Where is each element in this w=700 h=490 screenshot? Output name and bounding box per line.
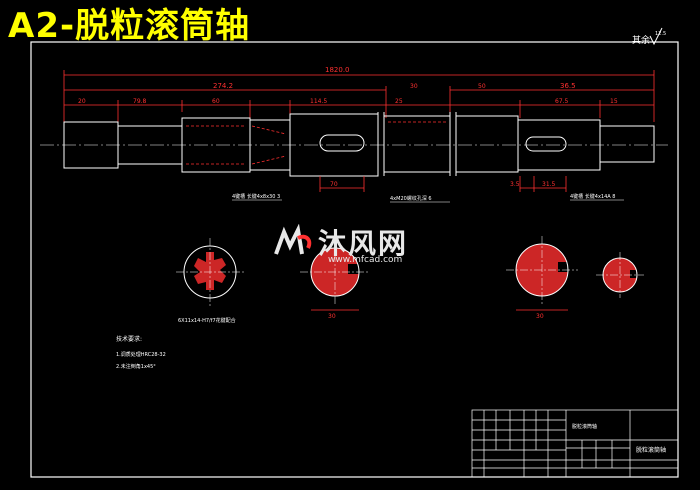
dim-seg-4: 25 xyxy=(395,98,403,105)
section-c-width: 30 xyxy=(536,313,544,320)
spline-note: 6X11x14-H7/f7花键配合 xyxy=(178,317,236,324)
dim-seg-7: 67.5 xyxy=(555,98,569,105)
section-keyway-c xyxy=(506,236,578,311)
dim-below-1: 3.5 xyxy=(510,181,520,188)
dim-seg-3: 114.5 xyxy=(310,98,327,105)
roughness-symbol-icon xyxy=(649,27,663,46)
drawing-frame xyxy=(30,41,679,478)
callout-right: 4键槽 长键4x14A 8 xyxy=(570,193,615,200)
dim-below-2: 31.5 xyxy=(542,181,556,188)
roughness-label: 其余 xyxy=(632,34,650,46)
drawing-title: A2-脱粒滚筒轴 xyxy=(8,6,251,46)
section-b-width: 30 xyxy=(328,313,336,320)
callout-left: 4键槽 长键4x8x30 3 xyxy=(232,193,280,200)
dim-seg-1: 79.8 xyxy=(133,98,147,105)
watermark-brand: 沐风网 xyxy=(318,227,409,260)
overall-dimensions xyxy=(63,70,655,122)
mfcad-logo-icon xyxy=(274,224,312,255)
dim-top-right: 36.5 xyxy=(560,82,576,90)
title-block-center: 脱粒滚筒轴 xyxy=(572,423,597,430)
roughness-note: 其余 12.5 xyxy=(632,27,666,46)
callout-mid: 4xM20螺纹孔深 6 xyxy=(390,195,432,202)
title-block-name: 脱粒滚筒轴 xyxy=(636,446,666,454)
tech-req-heading: 技术要求: xyxy=(116,335,142,343)
section-keyway-b xyxy=(300,240,370,311)
roughness-value: 12.5 xyxy=(655,31,666,37)
lower-dimensions xyxy=(319,176,567,192)
dim-below-0: 70 xyxy=(330,181,338,188)
dim-seg-8: 15 xyxy=(610,98,618,105)
shaft-hidden-lines xyxy=(186,121,446,165)
tech-req-item-1: 1.调质处理HRC28-32 xyxy=(116,351,166,358)
shaft-main-view xyxy=(63,112,655,177)
watermark: 沐风网 www.mfcad.com xyxy=(272,222,442,268)
watermark-url: www.mfcad.com xyxy=(328,255,403,265)
dim-overall: 1820.0 xyxy=(325,66,350,74)
dim-seg-6: 50 xyxy=(478,83,486,90)
dim-seg-2: 60 xyxy=(212,98,220,105)
title-block xyxy=(471,409,679,478)
dim-seg-0: 20 xyxy=(78,98,86,105)
dim-top-left: 274.2 xyxy=(213,82,233,90)
tech-req-item-2: 2.未注倒角1x45° xyxy=(116,363,156,370)
dim-seg-5: 30 xyxy=(410,83,418,90)
section-spline xyxy=(176,238,244,306)
section-keyway-d xyxy=(596,252,644,298)
